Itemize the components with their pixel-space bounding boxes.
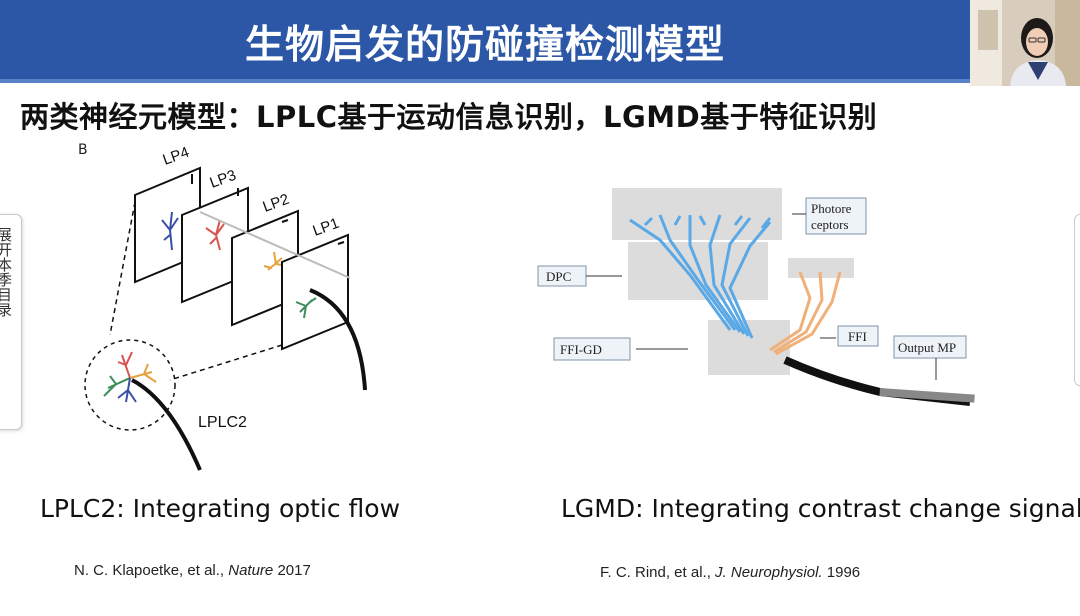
lp1-label: LP1 [311, 215, 342, 240]
presenter-video [970, 0, 1080, 86]
panel-label: B [78, 142, 88, 158]
lp2-label: LP2 [261, 191, 292, 216]
ffi-label: FFI [848, 329, 867, 344]
lp3-label: LP3 [208, 167, 239, 192]
left-caption: LPLC2: Integrating optic flow [40, 494, 401, 523]
lplc2-diagram: LP4 LP3 LP2 LP1 LPLC2 [84, 144, 367, 471]
slide-subtitle: 两类神经元模型：LPLC基于运动信息识别，LGMD基于特征识别 [20, 100, 878, 134]
right-panel-handle[interactable] [1074, 214, 1080, 386]
ffi-layer [788, 258, 854, 278]
expand-catalog-label: 展开本季目录 [0, 227, 13, 317]
lplc2-label: LPLC2 [198, 414, 247, 431]
left-ref-year: 2017 [277, 562, 311, 579]
lgmd-dendrites-icon [629, 214, 772, 339]
recording-electrode [879, 387, 975, 403]
lp4-label: LP4 [161, 144, 192, 169]
lp-axon [309, 288, 367, 391]
right-reference: F. C. Rind, et al., J. Neurophysiol. 199… [600, 564, 860, 581]
alignment-line [199, 211, 351, 279]
dpc-label: DPC [546, 269, 571, 284]
left-ref-journal: Nature [228, 562, 274, 579]
right-ref-year: 1996 [826, 564, 861, 581]
output-axon [783, 356, 971, 406]
lp2-dendrite-icon [263, 251, 289, 271]
lplc2-receptive-field [84, 339, 176, 431]
ffi-fibers-icon [769, 271, 842, 356]
lp4-dendrite-icon [161, 211, 179, 251]
slide-title: 生物启发的防碰撞检测模型 [244, 23, 725, 68]
left-reference: N. C. Klapoetke, et al., Nature 2017 [74, 562, 311, 579]
slide-title-bar: 生物启发的防碰撞检测模型 [0, 0, 970, 82]
lp1-dendrite-icon [295, 297, 317, 319]
presenter-avatar [970, 0, 1080, 86]
dpc-layer [628, 242, 768, 300]
photoreceptor-layer [612, 188, 782, 240]
right-ref-authors: F. C. Rind, et al., [600, 564, 711, 581]
right-caption: LGMD: Integrating contrast change signal… [561, 494, 1080, 523]
expand-catalog-tab[interactable]: 展开本季目录 [0, 214, 22, 430]
lgmd-diagram: Photore ceptors DPC FFI-GD FFI Output MP [537, 188, 975, 406]
direction-arrows [191, 174, 345, 245]
photoreceptors-label-2: ceptors [811, 217, 849, 232]
title-divider [0, 79, 970, 83]
lplc2-axon [131, 378, 202, 471]
lplc2-dendrites-icon [103, 351, 157, 403]
photoreceptors-label-1: Photore [811, 201, 852, 216]
lp3-dendrite-icon [205, 219, 225, 251]
left-ref-authors: N. C. Klapoetke, et al., [74, 562, 225, 579]
output-mp-label: Output MP [898, 340, 956, 355]
right-ref-journal: J. Neurophysiol. [715, 564, 823, 581]
ffi-gd-label: FFI-GD [560, 342, 602, 357]
